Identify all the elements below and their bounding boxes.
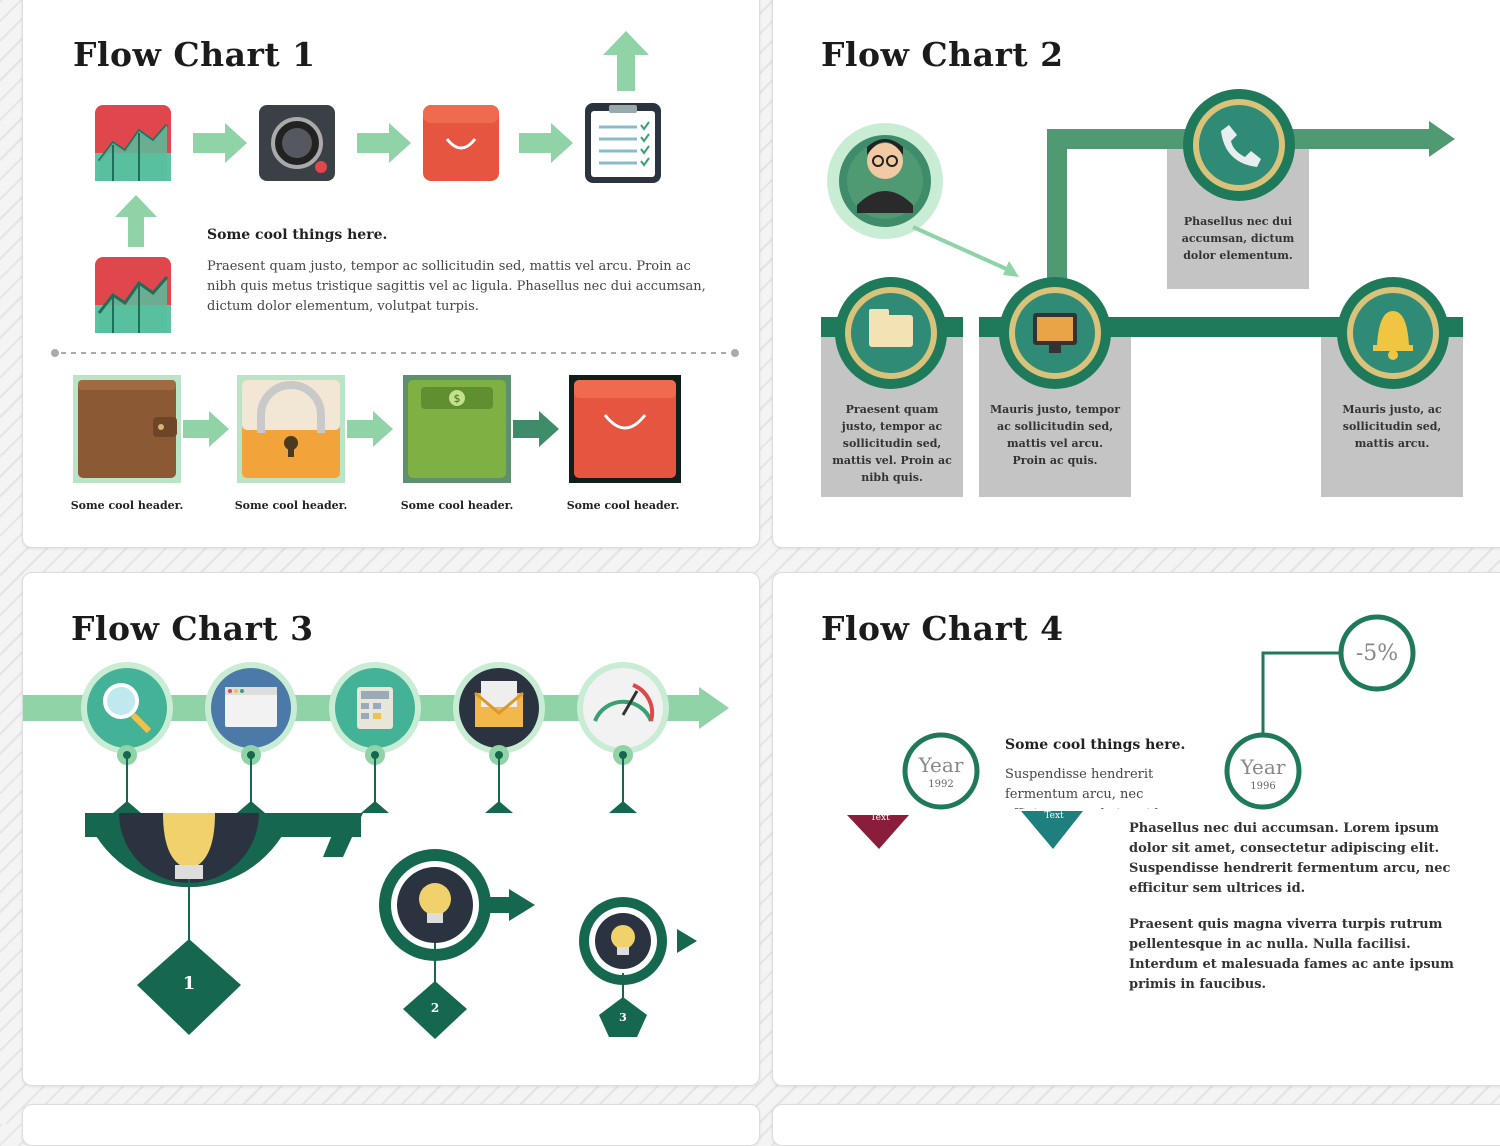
computer-node [999, 277, 1111, 389]
shopping-bag-icon [569, 375, 681, 483]
camera-app-icon [259, 105, 335, 181]
right-arrow-icon [193, 123, 247, 163]
next-panel-left [22, 1104, 760, 1146]
flow-chart-2-diagram [821, 89, 1463, 497]
flow-chart-1-body: Praesent quam justo, tempor ac sollicitu… [207, 259, 706, 314]
flow-chart-2-title: Flow Chart 2 [821, 35, 1064, 74]
flow-chart-4-diagram [847, 614, 1416, 849]
step-label-1: Some cool header. [70, 499, 184, 512]
flag-label-1: Text [870, 813, 890, 823]
bell-node [1337, 277, 1449, 389]
checklist-icon [585, 103, 661, 183]
gauge-node [577, 662, 669, 754]
flow-chart-4-paragraph-2: Praesent quis magna viverra turpis rutru… [1129, 917, 1454, 992]
next-panel-right [772, 1104, 1500, 1146]
step-number-2: 2 [430, 1001, 440, 1015]
right-arrow-icon [519, 123, 573, 163]
shopping-bag-icon [423, 105, 499, 181]
padlock-icon [237, 375, 345, 483]
flow-chart-3-diagram [23, 662, 729, 1039]
wallet-icon [73, 375, 181, 483]
flow-chart-4-panel: Flow Chart 4 -5% Year 1992 Year 1996 Som… [772, 572, 1500, 1086]
year-word-1: Year [918, 753, 964, 777]
card-text-4: Mauris justo, ac sollicitudin sed, matti… [1342, 403, 1442, 450]
flow-chart-2-panel: Flow Chart 2 [772, 0, 1500, 548]
phone-node [1183, 89, 1295, 201]
year-1996: 1996 [1250, 781, 1276, 792]
card-text-2: Mauris justo, tempor ac sollicitudin sed… [989, 403, 1121, 467]
up-arrow-icon [603, 31, 649, 91]
chart-app-icon [95, 257, 171, 333]
card-text-1: Praesent quam justo, tempor ac sollicitu… [832, 403, 952, 484]
flow-chart-3-title: Flow Chart 3 [71, 609, 314, 648]
cash-register-icon: $ [403, 375, 511, 483]
step-label-4: Some cool header. [566, 499, 680, 512]
browser-node [205, 662, 297, 754]
mail-node [453, 662, 545, 754]
step-label-3: Some cool header. [400, 499, 514, 512]
flow-chart-4-paragraph-1: Phasellus nec dui accumsan. Lorem ipsum … [1129, 821, 1451, 896]
up-arrow-icon [115, 195, 157, 247]
flag-label-2: Text [1044, 811, 1064, 821]
flow-chart-1-subheading: Some cool things here. [207, 227, 388, 243]
right-arrow-icon [513, 411, 559, 447]
right-arrow-icon [347, 411, 393, 447]
percent-label: -5% [1355, 641, 1399, 666]
chart-app-icon [95, 105, 171, 181]
calculator-node [329, 662, 421, 754]
flow-chart-1-title: Flow Chart 1 [73, 35, 316, 74]
flow-chart-4-title: Flow Chart 4 [821, 609, 1064, 648]
flow-chart-4-short-text: Suspendisse hendrerit fermentum arcu, ne… [1005, 765, 1185, 809]
year-word-2: Year [1240, 755, 1286, 779]
dotted-divider [51, 349, 739, 357]
right-arrow-icon [183, 411, 229, 447]
folder-node [835, 277, 947, 389]
year-1992: 1992 [928, 779, 954, 790]
step-number-3: 3 [619, 1011, 627, 1024]
card-text-3: Phasellus nec dui accumsan, dictum dolor… [1181, 215, 1295, 262]
flow-chart-4-subheading: Some cool things here. [1005, 737, 1186, 753]
right-arrow-icon [357, 123, 411, 163]
search-node [81, 662, 173, 754]
flow-chart-3-panel: Flow Chart 3 [22, 572, 760, 1086]
svg-text:$: $ [454, 392, 461, 405]
step-label-2: Some cool header. [234, 499, 348, 512]
flow-chart-4-text-top: Suspendisse hendrerit fermentum arcu, ne… [1005, 767, 1159, 809]
flow-chart-1-panel: Flow Chart 1 [22, 0, 760, 548]
step-number-1: 1 [182, 973, 196, 994]
